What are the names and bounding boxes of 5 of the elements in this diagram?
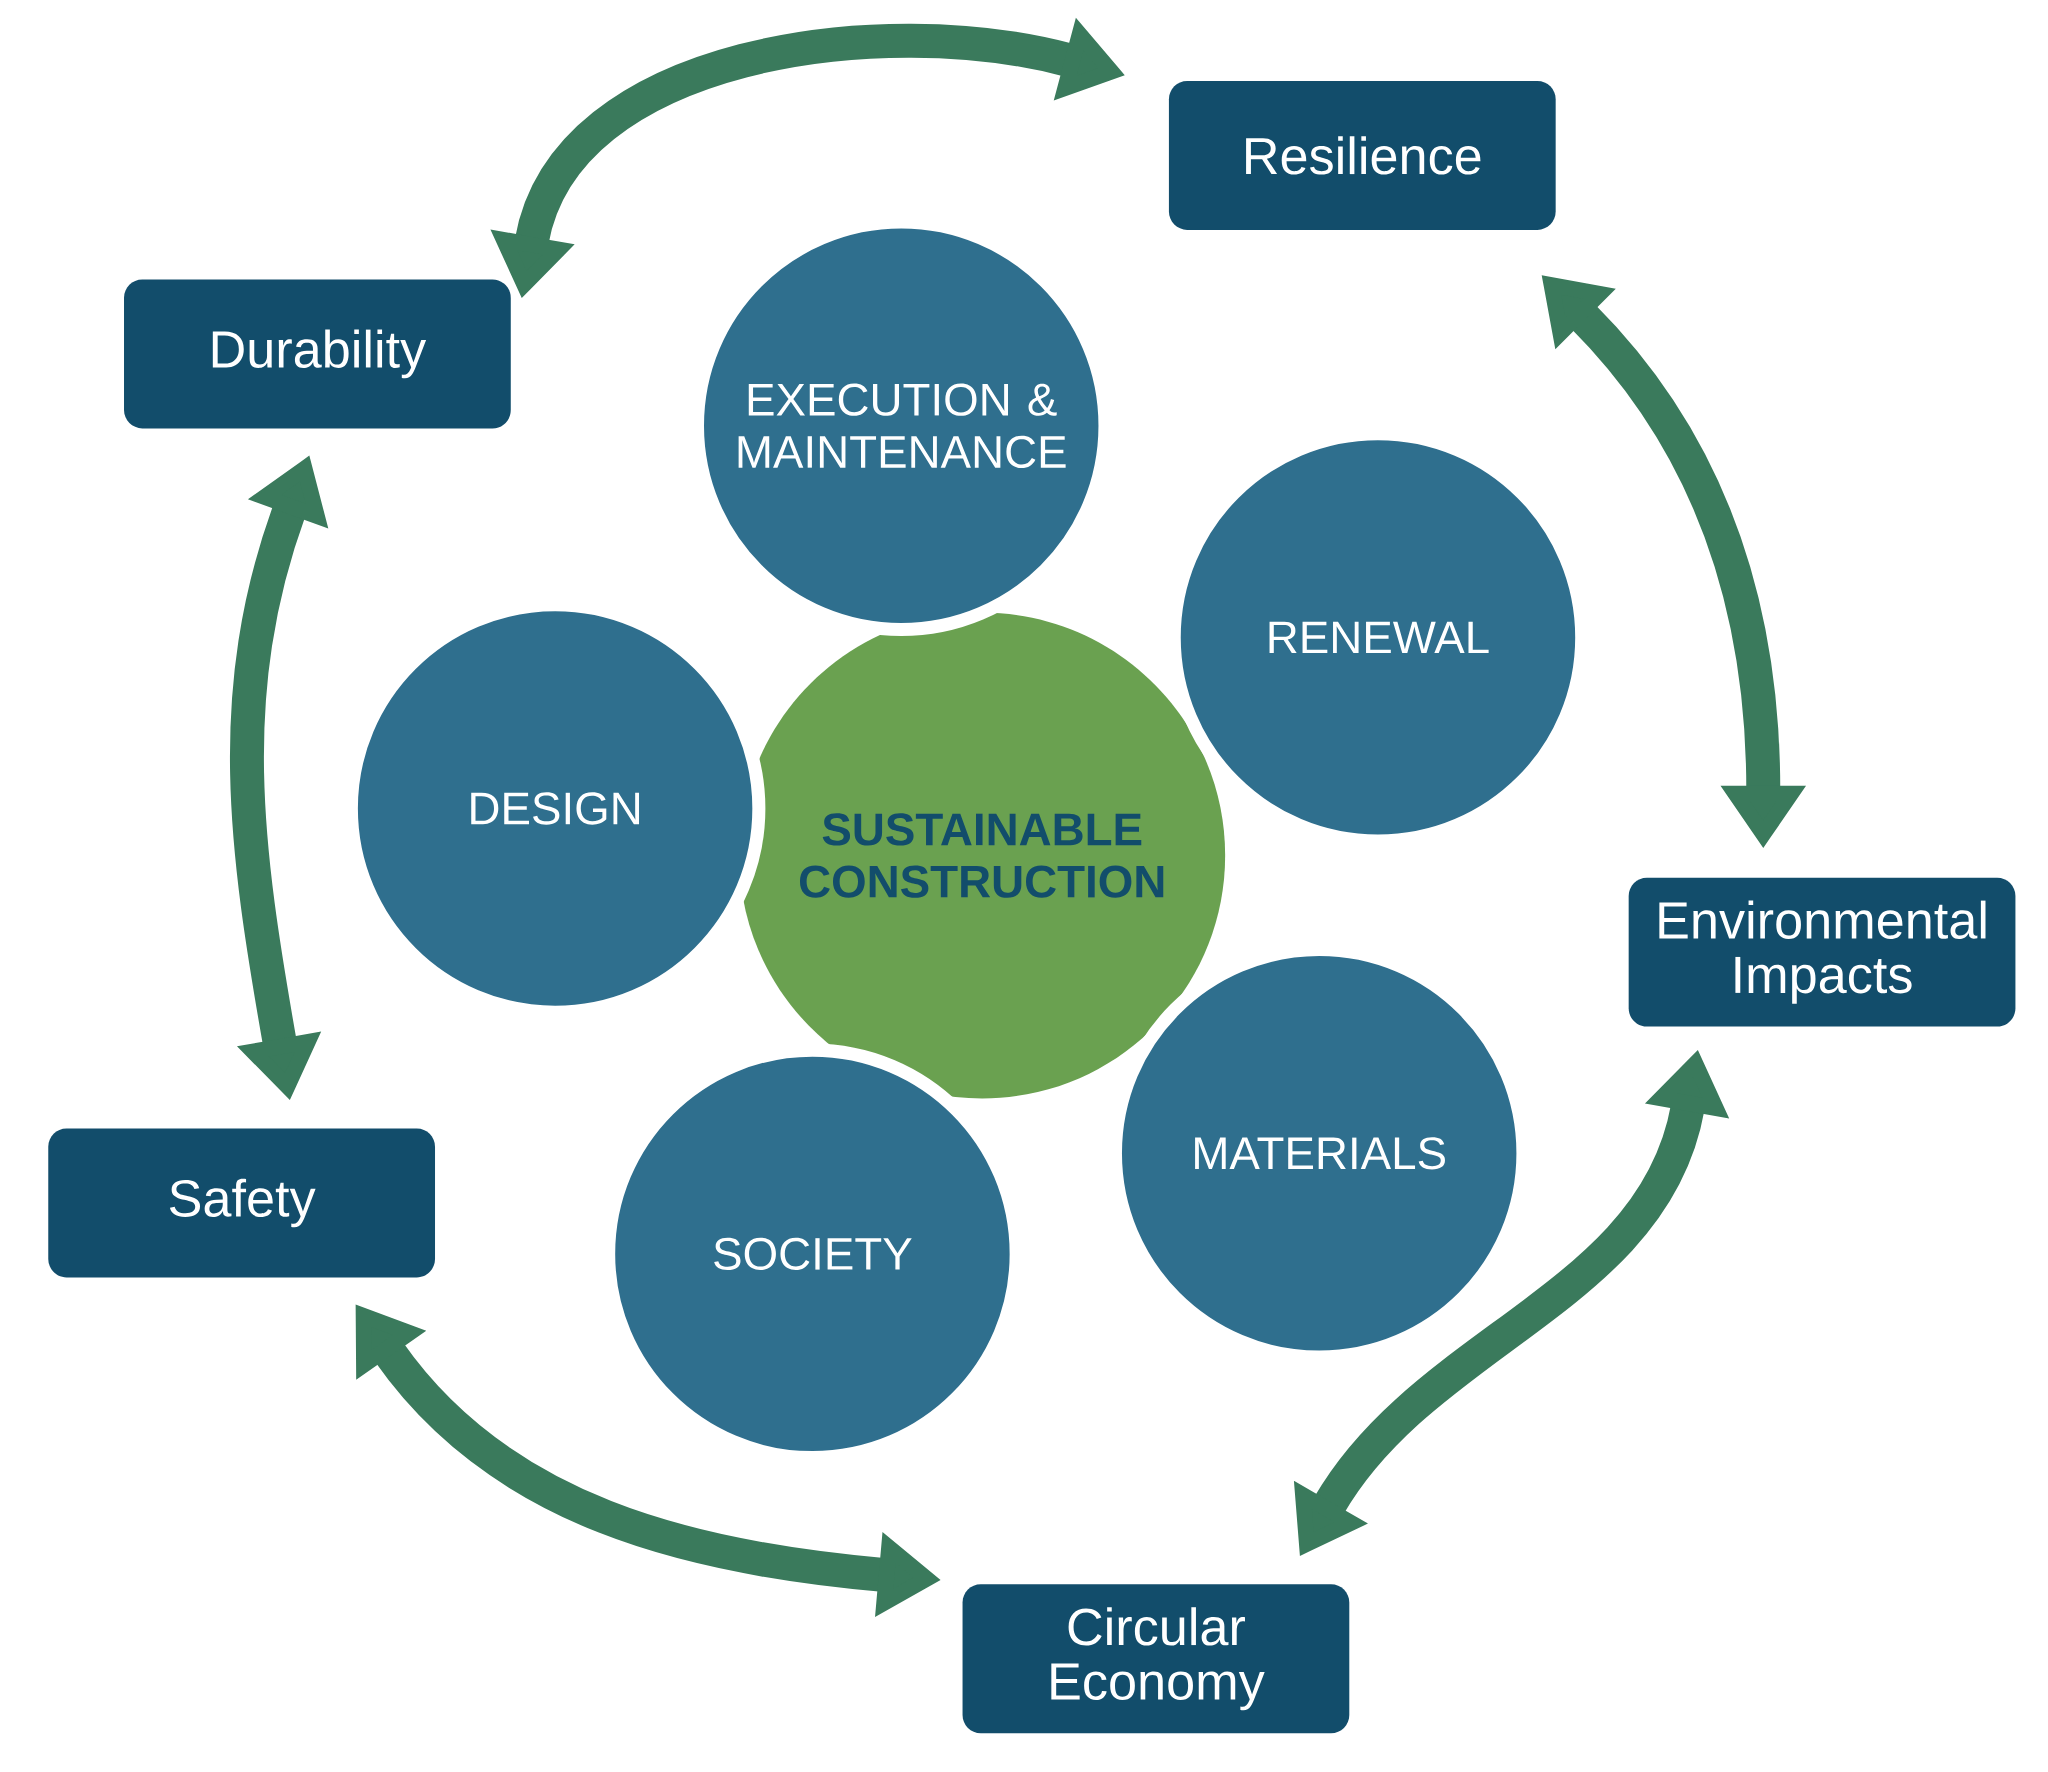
label-box: Resilience xyxy=(1168,80,1556,230)
label-box: Durability xyxy=(124,279,511,429)
label-box: Environmental Impacts xyxy=(1628,877,2016,1027)
label-box: Circular Economy xyxy=(962,1584,1350,1734)
label-box: Safety xyxy=(48,1128,435,1278)
